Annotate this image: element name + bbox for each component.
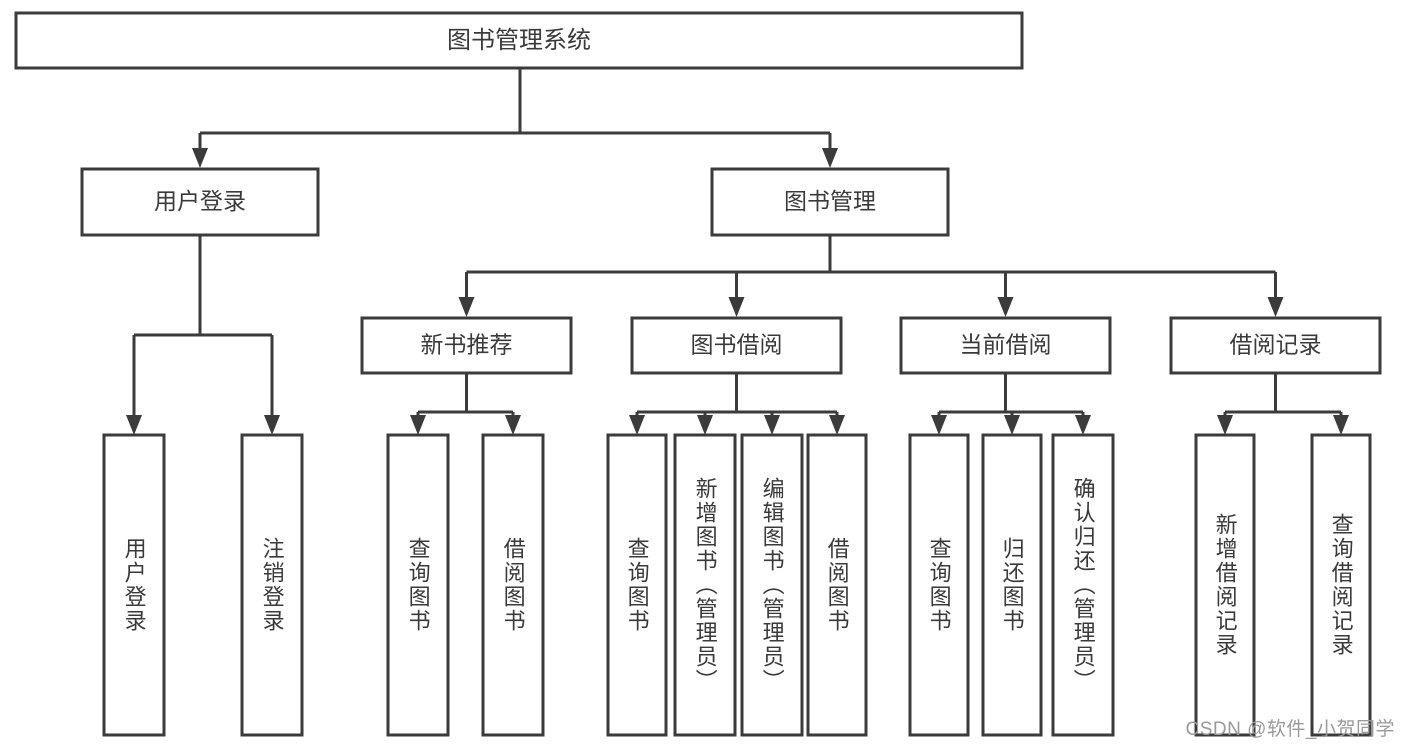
node-label-book-borrow: 图书借阅 <box>691 332 783 358</box>
arrow-head-icon-leaf-query-book-2 <box>629 415 645 435</box>
node-label-root: 图书管理系统 <box>447 27 591 54</box>
arrow-head-icon-leaf-query-record <box>1333 415 1349 435</box>
node-label-current-borrow: 当前借阅 <box>960 332 1052 358</box>
leaf-box-leaf-add-record[interactable] <box>1194 433 1256 737</box>
node-label-book-manage: 图书管理 <box>784 188 876 214</box>
node-label-borrow-record: 借阅记录 <box>1230 332 1322 358</box>
node-label-new-book-recommend: 新书推荐 <box>421 332 513 358</box>
arrow-head-icon-leaf-borrow-book-1 <box>505 415 521 435</box>
arrow-head-icon-new-book-recommend <box>458 297 475 317</box>
node-box-book-manage[interactable] <box>710 167 950 237</box>
leaf-box-leaf-borrow-book-2[interactable] <box>806 433 868 737</box>
box-layer <box>14 11 1382 737</box>
leaf-box-leaf-return-book[interactable] <box>981 433 1043 737</box>
node-box-new-book-recommend[interactable] <box>360 316 573 375</box>
arrow-head-icon-leaf-edit-book <box>764 415 780 435</box>
arrow-head-icon-book-borrow <box>728 297 745 317</box>
node-box-current-borrow[interactable] <box>899 316 1112 375</box>
arrow-head-icon-user-login <box>192 148 208 168</box>
connector-layer <box>126 68 1349 435</box>
leaf-box-leaf-user-login[interactable] <box>102 433 166 737</box>
arrow-head-icon-leaf-user-logout <box>264 415 280 435</box>
arrow-head-icon-leaf-add-record <box>1217 415 1233 435</box>
leaf-box-leaf-query-book-1[interactable] <box>386 433 450 737</box>
arrow-head-icon-borrow-record <box>1267 297 1284 317</box>
leaf-box-leaf-confirm-return[interactable] <box>1051 433 1115 737</box>
node-box-borrow-record[interactable] <box>1169 316 1382 375</box>
node-box-root[interactable] <box>14 11 1024 70</box>
arrow-head-icon-current-borrow <box>997 297 1014 317</box>
arrow-head-icon-leaf-query-book-1 <box>410 415 426 435</box>
node-label-user-login: 用户登录 <box>154 188 246 214</box>
leaf-box-leaf-query-book-3[interactable] <box>908 433 970 737</box>
arrow-head-icon-leaf-add-book <box>697 415 713 435</box>
arrow-head-icon-leaf-query-book-3 <box>931 415 947 435</box>
node-box-user-login[interactable] <box>80 167 320 237</box>
leaf-box-leaf-query-book-2[interactable] <box>606 433 668 737</box>
leaf-box-leaf-edit-book[interactable] <box>740 433 804 737</box>
arrow-head-icon-leaf-return-book <box>1004 415 1020 435</box>
node-box-book-borrow[interactable] <box>630 316 843 375</box>
leaf-box-leaf-borrow-book-1[interactable] <box>481 433 545 737</box>
arrow-head-icon-book-manage <box>822 148 838 168</box>
arrow-head-icon-leaf-confirm-return <box>1075 415 1091 435</box>
arrow-head-icon-leaf-user-login <box>126 415 142 435</box>
leaf-box-leaf-user-logout[interactable] <box>240 433 304 737</box>
leaf-box-leaf-query-record[interactable] <box>1310 433 1372 737</box>
leaf-box-leaf-add-book[interactable] <box>673 433 737 737</box>
arrow-head-icon-leaf-borrow-book-2 <box>829 415 845 435</box>
